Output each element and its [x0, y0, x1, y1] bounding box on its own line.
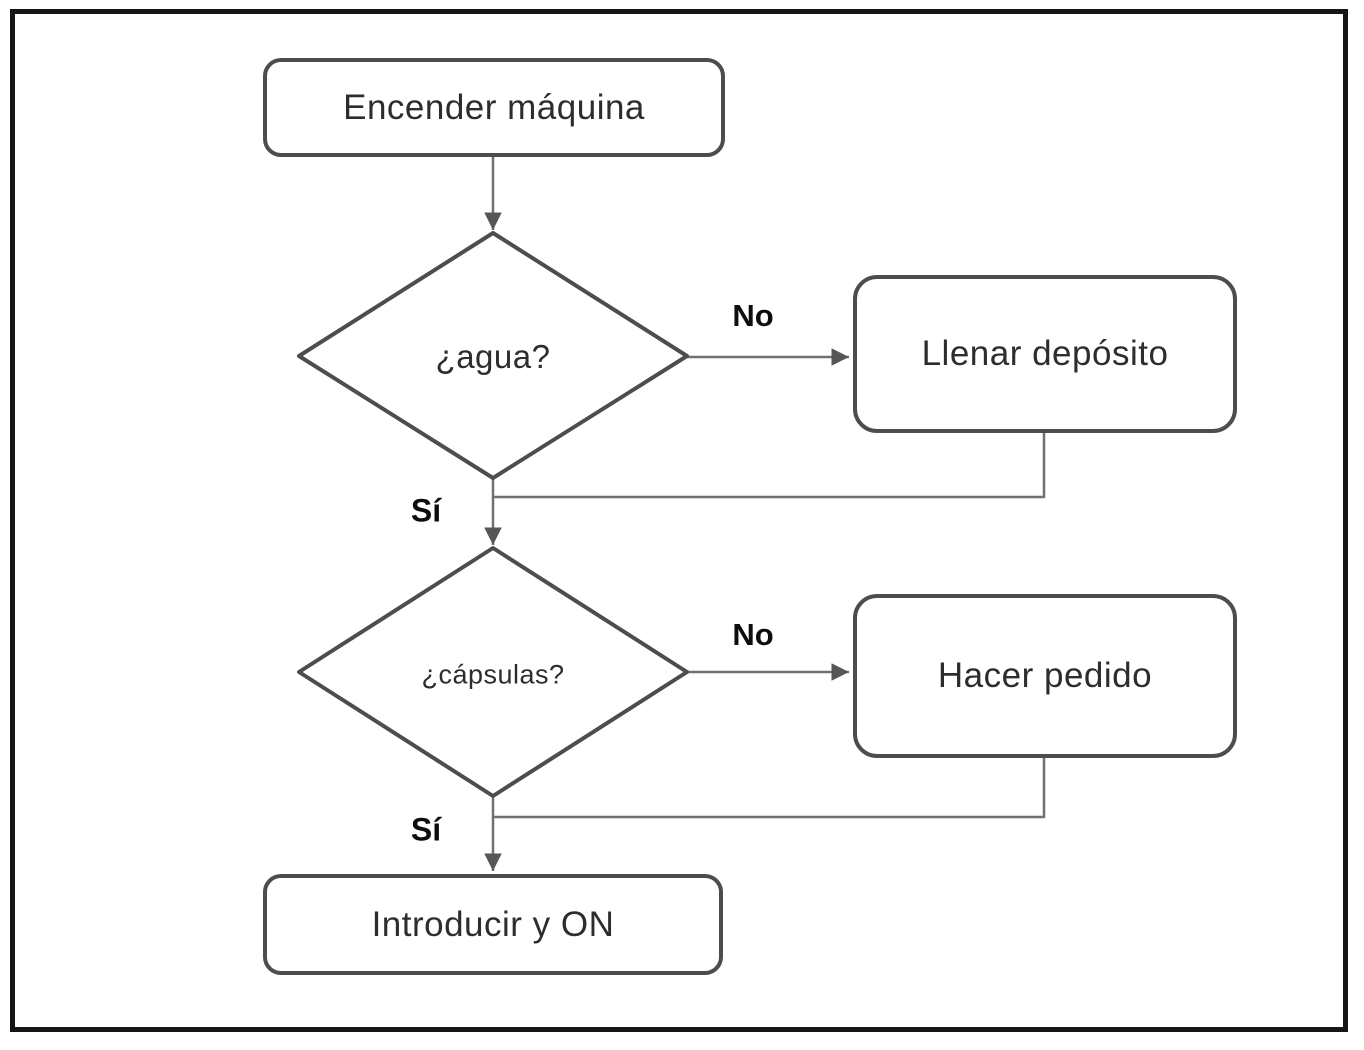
node-place-order-label: Hacer pedido [937, 656, 1153, 695]
decision-capsules-shape [297, 546, 689, 798]
decision-capsules-label: ¿cápsulas? [421, 659, 565, 690]
node-start-label: Encender máquina [343, 87, 645, 127]
diagram-frame [10, 9, 1348, 1032]
edge-fill-tank-return [494, 433, 1046, 499]
node-place-order: Hacer pedido [853, 594, 1237, 758]
edge-label-water-yes: Sí [410, 492, 442, 529]
node-fill-tank: Llenar depósito [853, 275, 1237, 433]
edge-label-water-no: No [732, 298, 774, 333]
node-insert-on-label: Introducir y ON [371, 904, 615, 944]
node-fill-tank-label: Llenar depósito [921, 334, 1169, 373]
node-insert-on: Introducir y ON [263, 874, 723, 975]
edge-place-order-return [494, 758, 1046, 819]
decision-water-shape [297, 231, 689, 480]
node-start: Encender máquina [263, 58, 725, 157]
edge-label-capsules-yes: Sí [410, 811, 442, 848]
decision-water-label: ¿agua? [435, 338, 551, 375]
edge-label-capsules-no: No [732, 617, 774, 652]
